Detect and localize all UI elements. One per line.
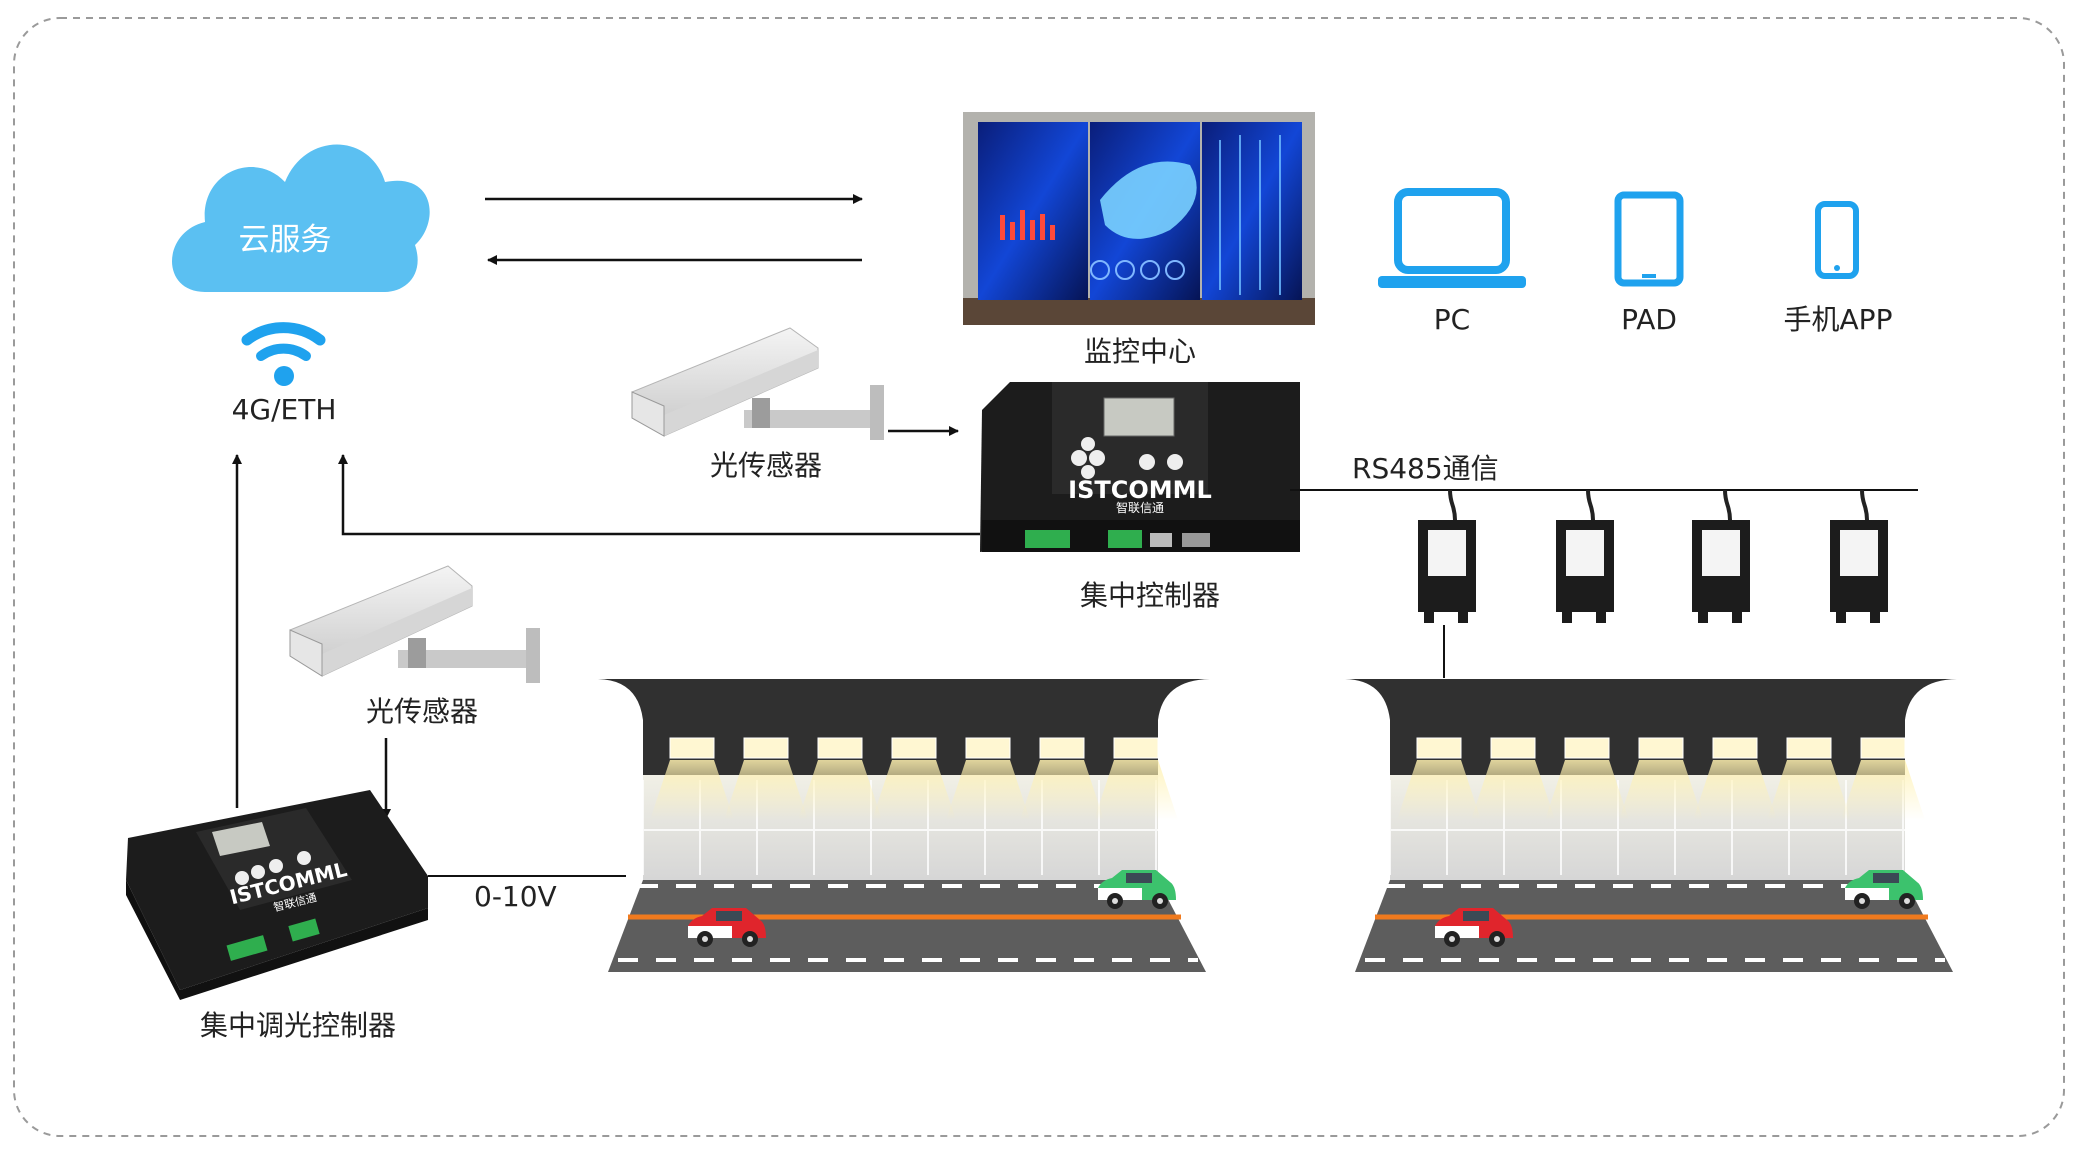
network-label: 4G/ETH [231, 393, 337, 426]
pad-label: PAD [1621, 303, 1677, 336]
tunnel-lamp [1471, 737, 1555, 820]
tunnel-icon [1345, 679, 1957, 972]
led-driver-icon [1418, 489, 1888, 623]
tunnel-lamp [1693, 737, 1777, 820]
tunnel-lamp [1397, 737, 1481, 820]
laptop-icon [1378, 188, 1526, 288]
cloud-label: 云服务 [238, 222, 332, 258]
tunnel-lamp [1094, 737, 1178, 820]
tunnel-lamp [946, 737, 1030, 820]
sensor-left-label: 光传感器 [365, 695, 479, 728]
app-label: 手机APP [1783, 303, 1893, 336]
tablet-icon [1614, 191, 1684, 287]
dashed-frame [13, 17, 2065, 1137]
tunnel-lamp [872, 737, 956, 820]
controller-logo: ISTCOMML [1068, 476, 1212, 504]
cloud-icon [171, 144, 430, 292]
tunnel-icon [598, 679, 1210, 972]
tunnel-lamp [798, 737, 882, 820]
central-controller-label: 集中控制器 [1079, 579, 1221, 612]
tunnel-lamp [1020, 737, 1104, 820]
pc-label: PC [1433, 303, 1471, 336]
dimming-controller-device: ISTCOMML 智联信通 [126, 790, 428, 1000]
controller-brand: 智联信通 [1116, 500, 1164, 515]
light-sensor-icon [289, 565, 540, 683]
central-controller-device: ISTCOMML 智联信通 [980, 382, 1300, 552]
wifi-icon [241, 322, 326, 386]
car-icon [688, 908, 766, 947]
tunnel-lamp [1767, 737, 1851, 820]
car-icon [1435, 908, 1513, 947]
signal-label: 0-10V [474, 880, 557, 913]
monitor-center-image [963, 112, 1315, 325]
tunnel-lamp [724, 737, 808, 820]
sensor-top-label: 光传感器 [709, 449, 823, 482]
dimming-controller-label: 集中调光控制器 [199, 1009, 397, 1042]
tunnel-lamp [650, 737, 734, 820]
car-icon [1845, 870, 1923, 909]
phone-icon [1815, 201, 1859, 279]
arrow-controller-to-network [338, 454, 980, 536]
rs485-label: RS485通信 [1352, 452, 1499, 485]
tunnel-lamp [1545, 737, 1629, 820]
tunnel-lamp [1619, 737, 1703, 820]
monitor-center-label: 监控中心 [1083, 335, 1197, 368]
tunnel-lamp [1841, 737, 1925, 820]
car-icon [1098, 870, 1176, 909]
light-sensor-icon [631, 327, 884, 440]
